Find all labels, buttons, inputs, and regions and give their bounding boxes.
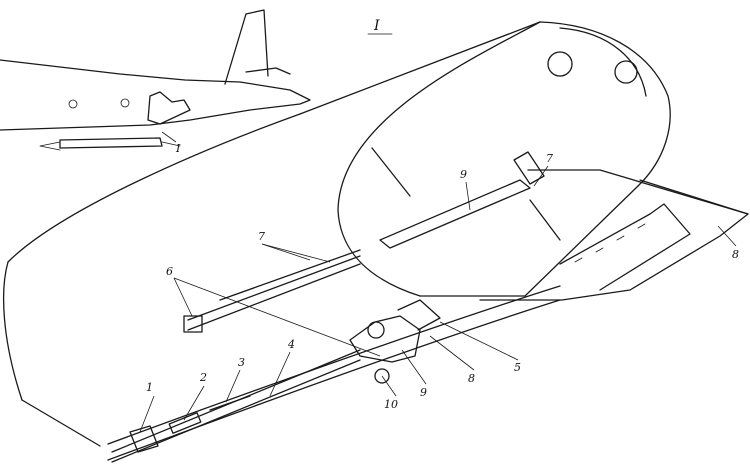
porthole	[547, 51, 573, 77]
ramp-outline	[479, 169, 749, 301]
shell-rear-frame-inner	[559, 27, 647, 97]
shell-lower-curve	[21, 399, 101, 447]
cylinder-2	[168, 412, 202, 434]
aircraft-inset: I	[0, 9, 311, 155]
rail-6	[187, 255, 361, 321]
actuator-body	[349, 315, 421, 363]
callout-6: 6	[166, 265, 173, 278]
ramp-structure	[479, 169, 749, 301]
bulkhead-floor-edge	[419, 185, 639, 297]
callout-9-upper: 9	[460, 168, 467, 181]
rail-7	[219, 249, 361, 301]
callout-5: 5	[514, 361, 521, 374]
callout-9-lower: 9	[420, 386, 427, 399]
porthole	[614, 60, 638, 84]
rail-6-lower	[187, 263, 361, 331]
inset-vertical-tail	[224, 9, 269, 85]
ramp-edge	[639, 179, 749, 215]
inset-cargo-ramp	[59, 137, 163, 149]
ramp-beam	[559, 203, 691, 291]
callout-1: 1	[146, 381, 153, 394]
inset-leader	[161, 131, 177, 143]
inset-fairing	[147, 91, 191, 125]
inset-horizontal-tail	[245, 67, 291, 75]
floor-edge-lower	[107, 299, 561, 461]
gear-rack-3	[209, 395, 251, 411]
actuator-cylinder-end	[367, 321, 385, 339]
callout-7-left: 7	[258, 230, 265, 243]
inset-fuselage-outline	[0, 59, 311, 131]
fuselage-shell	[2, 21, 671, 447]
floor-edge	[107, 285, 561, 445]
leader-lines	[139, 165, 737, 433]
actuator-bracket	[397, 299, 441, 331]
inset-window	[68, 99, 78, 109]
callout-10: 10	[384, 398, 398, 411]
shell-top-edge	[299, 21, 541, 115]
rails	[183, 249, 361, 333]
fitting-1	[129, 425, 159, 453]
rail-9-upper	[371, 147, 561, 249]
inset-ramp-ends	[39, 141, 181, 151]
rail-4-lower	[111, 359, 361, 463]
upper-strut	[371, 147, 411, 197]
shell-rear-frame	[539, 21, 671, 187]
actuator-assembly	[349, 299, 441, 384]
view-title: I	[373, 18, 380, 34]
callout-3: 3	[238, 356, 245, 369]
rail-9-upper-beam	[379, 179, 531, 249]
callout-8-center: 8	[468, 372, 475, 385]
inset-view-marker: I	[175, 142, 181, 155]
floor-rail	[107, 285, 561, 463]
ramp-beam-holes	[574, 223, 646, 263]
shell-left-edge	[2, 261, 23, 401]
rail-6-end-fitting	[183, 315, 203, 333]
bulkhead-opening	[337, 21, 541, 297]
callout-8-right: 8	[732, 248, 739, 261]
actuator-lower-fitting	[374, 368, 390, 384]
inset-window	[120, 98, 130, 108]
upper-strut	[529, 199, 561, 241]
callout-7-right: 7	[546, 152, 553, 165]
callout-4: 4	[287, 338, 295, 351]
rail-9-fitting	[513, 151, 545, 185]
callout-2: 2	[199, 371, 207, 384]
shell-upper-curve	[7, 113, 301, 263]
